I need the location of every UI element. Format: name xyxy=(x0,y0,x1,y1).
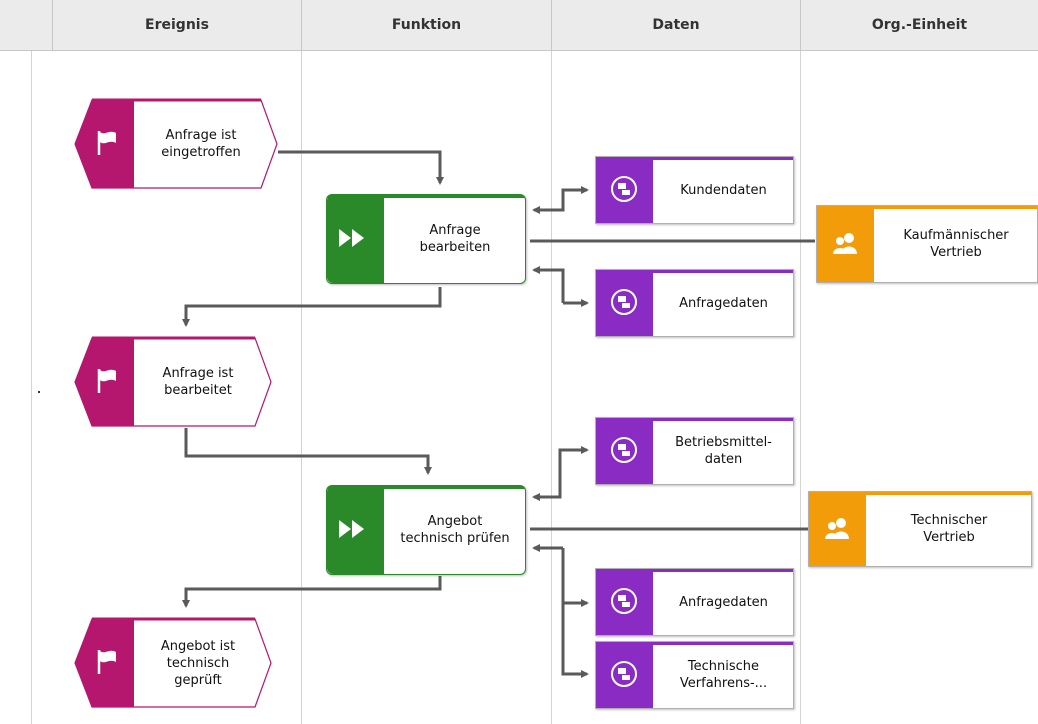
event-shape xyxy=(74,336,272,427)
data-record-icon xyxy=(611,588,637,614)
column-header-funktion[interactable]: Funktion xyxy=(302,0,552,50)
function-angebot-technisch-pruefen[interactable]: Angebot technisch prüfen xyxy=(326,485,526,575)
column-header-bar: Ereignis Funktion Daten Org.-Einheit xyxy=(0,0,1038,51)
event-label: Anfrage ist eingetroffen xyxy=(161,128,241,160)
data-label: Kundendaten xyxy=(680,182,767,198)
function-anfrage-bearbeiten[interactable]: Anfrage bearbeiten xyxy=(326,194,526,284)
event-label: Angebot ist technisch geprüft xyxy=(160,638,236,688)
fast-forward-icon xyxy=(339,229,364,247)
column-header-org-einheit[interactable]: Org.-Einheit xyxy=(871,17,968,33)
org-label: Kaufmännischer Vertrieb xyxy=(903,228,1009,260)
data-record-icon xyxy=(611,661,637,687)
data-label: Anfragedaten xyxy=(679,594,768,610)
data-strip xyxy=(596,157,793,160)
flag-icon xyxy=(97,650,116,674)
header-corner xyxy=(8,0,53,50)
org-kaufmaennischer-vertrieb[interactable]: Kaufmännischer Vertrieb xyxy=(816,205,1038,283)
fast-forward-icon xyxy=(339,520,364,538)
org-label: Technischer Vertrieb xyxy=(910,513,988,545)
data-record-icon xyxy=(611,176,637,202)
row-marker xyxy=(38,391,40,393)
group-icon xyxy=(833,233,857,254)
function-label: Angebot technisch prüfen xyxy=(400,514,510,546)
data-strip xyxy=(596,270,793,273)
data-label: Betriebsmittel- daten xyxy=(675,435,772,467)
data-record-icon xyxy=(611,289,637,315)
data-kundendaten[interactable]: Kundendaten xyxy=(595,156,794,224)
function-label: Anfrage bearbeiten xyxy=(419,223,491,255)
org-strip xyxy=(817,206,1037,209)
column-header-ereignis[interactable]: Ereignis xyxy=(53,0,302,50)
lane-daten xyxy=(552,51,801,724)
data-label: Technische Verfahrens-... xyxy=(679,659,768,691)
event-label: Anfrage ist bearbeitet xyxy=(162,366,234,398)
org-strip xyxy=(809,492,1031,495)
org-icon-panel xyxy=(817,206,874,282)
event-angebot-technisch-geprueft[interactable]: Angebot ist technisch geprüft xyxy=(74,617,272,708)
function-strip xyxy=(327,195,525,198)
flag-icon xyxy=(97,131,116,155)
group-icon xyxy=(825,518,849,539)
flag-icon xyxy=(97,369,116,393)
data-strip xyxy=(596,642,793,645)
data-strip xyxy=(596,418,793,421)
data-strip xyxy=(596,569,793,572)
lane-ereignis xyxy=(53,51,302,724)
data-anfragedaten[interactable]: Anfragedaten xyxy=(595,269,794,337)
data-record-icon xyxy=(611,437,637,463)
org-icon-panel xyxy=(809,492,866,566)
event-anfrage-bearbeitet[interactable]: Anfrage ist bearbeitet xyxy=(74,336,272,427)
column-header-daten[interactable]: Daten xyxy=(552,0,801,50)
row-header xyxy=(8,51,32,724)
event-shape xyxy=(74,98,278,189)
event-anfrage-eingetroffen[interactable]: Anfrage ist eingetroffen xyxy=(74,98,278,189)
data-label: Anfragedaten xyxy=(679,295,768,311)
data-anfragedaten-2[interactable]: Anfragedaten xyxy=(595,568,794,636)
function-strip xyxy=(327,486,525,489)
event-shape xyxy=(74,617,272,708)
lane-funktion xyxy=(302,51,552,724)
data-technische-verfahren[interactable]: Technische Verfahrens-... xyxy=(595,641,794,709)
data-betriebsmitteldaten[interactable]: Betriebsmittel- daten xyxy=(595,417,794,485)
org-technischer-vertrieb[interactable]: Technischer Vertrieb xyxy=(808,491,1032,567)
